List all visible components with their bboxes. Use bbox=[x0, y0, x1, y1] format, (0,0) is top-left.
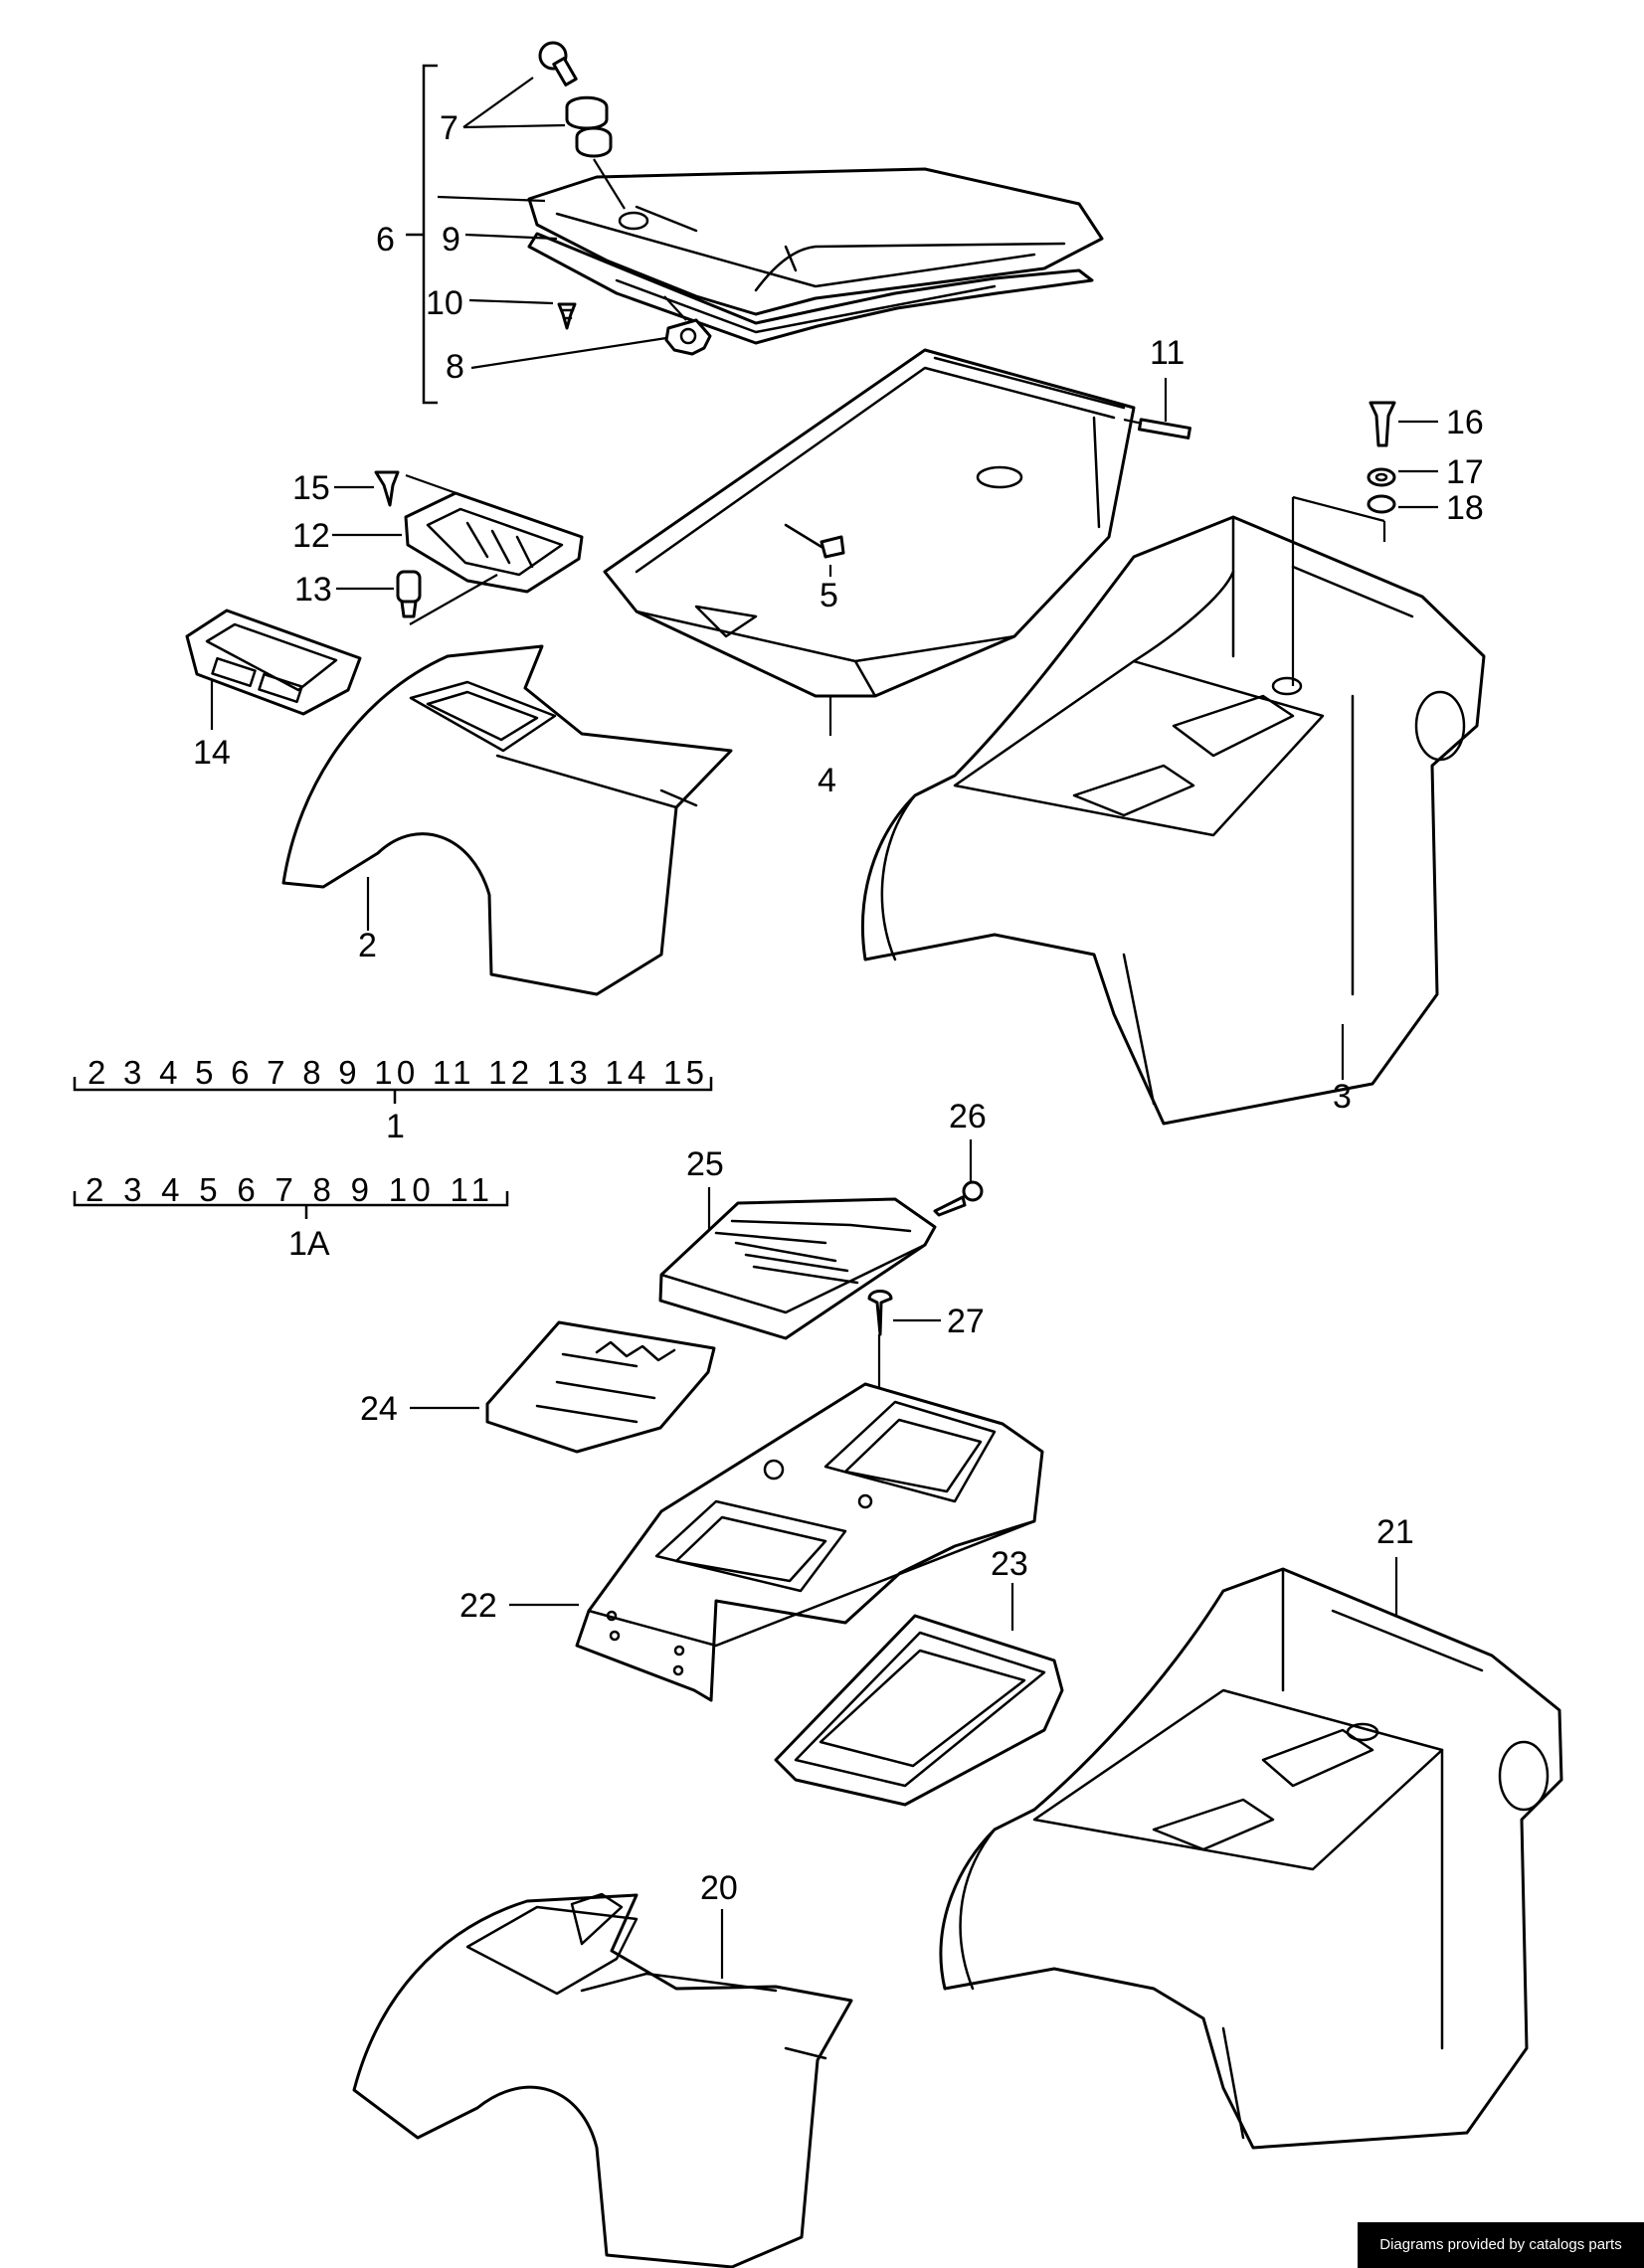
callout-2: 2 bbox=[358, 927, 377, 964]
callout-24: 24 bbox=[360, 1390, 398, 1428]
screw-part-27 bbox=[867, 1290, 893, 1336]
callout-3: 3 bbox=[1333, 1078, 1352, 1116]
callout-4: 4 bbox=[818, 762, 836, 799]
bracket-set-1a bbox=[73, 1191, 509, 1219]
leader-9 bbox=[464, 233, 558, 241]
leader-16-mount bbox=[1291, 495, 1386, 686]
screw-part-5 bbox=[784, 523, 845, 559]
callout-20: 20 bbox=[700, 1869, 738, 1907]
callout-10: 10 bbox=[426, 284, 463, 322]
callout-18: 18 bbox=[1446, 489, 1484, 527]
lid-cover-part-6 bbox=[527, 167, 1104, 316]
console-trim-part-20 bbox=[352, 1892, 853, 2268]
callout-14: 14 bbox=[193, 734, 231, 772]
leader-8 bbox=[470, 336, 667, 370]
console-trim-part-2 bbox=[281, 644, 733, 996]
callout-27: 27 bbox=[947, 1303, 985, 1340]
callout-7: 7 bbox=[440, 109, 458, 147]
switch-panel-part-14 bbox=[185, 609, 362, 716]
lock-catch-part-8 bbox=[663, 295, 712, 356]
lid-gasket-part-9 bbox=[527, 232, 1094, 345]
callout-1a: 1A bbox=[288, 1225, 330, 1263]
storage-tray-part-4 bbox=[603, 348, 1189, 698]
callout-8: 8 bbox=[446, 348, 464, 386]
set-1-members: 2 3 4 5 6 7 8 9 10 11 12 13 14 15 bbox=[88, 1054, 704, 1091]
lid-cover-part-25 bbox=[658, 1197, 937, 1340]
callout-22: 22 bbox=[459, 1587, 497, 1625]
console-body-part-21 bbox=[939, 1567, 1563, 2150]
callout-5: 5 bbox=[820, 577, 838, 614]
washer-part-18 bbox=[1367, 494, 1396, 514]
console-body-part-3 bbox=[861, 515, 1486, 1126]
leader-15b bbox=[405, 473, 468, 499]
callout-9: 9 bbox=[442, 221, 460, 259]
callout-6: 6 bbox=[376, 221, 395, 259]
callout-16: 16 bbox=[1446, 404, 1484, 441]
set-1a-members: 2 3 4 5 6 7 8 9 10 11 bbox=[86, 1171, 489, 1208]
footer-credit: Diagrams provided by catalogs parts bbox=[1358, 2222, 1644, 2268]
callout-13: 13 bbox=[294, 571, 332, 609]
screw-part-10 bbox=[557, 302, 577, 330]
bracket-group-6 bbox=[406, 64, 438, 405]
callout-21: 21 bbox=[1376, 1513, 1414, 1551]
leader-7 bbox=[462, 77, 566, 129]
callout-17: 17 bbox=[1446, 453, 1484, 491]
lock-cylinder-part-7 bbox=[538, 41, 626, 210]
callout-26: 26 bbox=[949, 1098, 987, 1135]
leader-10 bbox=[468, 298, 554, 305]
washer-part-17 bbox=[1367, 467, 1396, 487]
callout-23: 23 bbox=[991, 1545, 1028, 1583]
screw-part-15 bbox=[374, 470, 400, 507]
console-cover-part-22 bbox=[575, 1382, 1044, 1702]
pin-part-11 bbox=[1137, 418, 1191, 439]
leader-6-top bbox=[437, 195, 546, 203]
vent-grille-part-24 bbox=[485, 1320, 716, 1454]
callout-12: 12 bbox=[292, 517, 330, 555]
bracket-set-1 bbox=[73, 1077, 713, 1104]
screw-part-26 bbox=[933, 1180, 984, 1217]
callout-25: 25 bbox=[686, 1145, 724, 1183]
callout-11: 11 bbox=[1150, 334, 1185, 372]
leader-13b bbox=[409, 574, 498, 625]
lighter-part-13 bbox=[396, 570, 422, 618]
tray-insert-part-23 bbox=[774, 1614, 1064, 1807]
ashtray-part-12 bbox=[404, 491, 584, 594]
callout-1: 1 bbox=[386, 1108, 405, 1145]
bolt-part-16 bbox=[1369, 401, 1396, 447]
callout-15: 15 bbox=[292, 469, 330, 507]
